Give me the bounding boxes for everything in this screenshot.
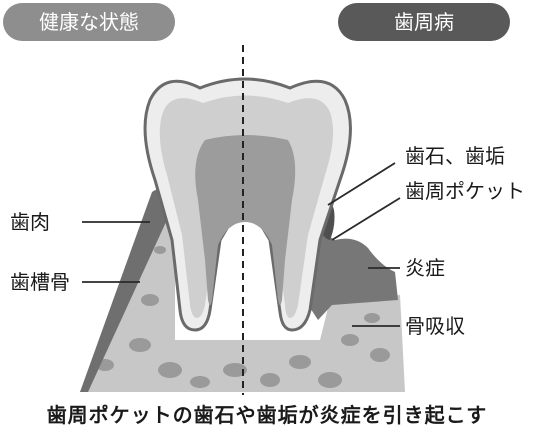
diagram-caption: 歯周ポケットの歯石や歯垢が炎症を引き起こす — [46, 403, 488, 427]
tartar-leader-line — [327, 162, 396, 206]
gum-healthy-shape — [80, 188, 183, 392]
pocket-leader-line — [331, 197, 401, 241]
gum-label: 歯肉 — [10, 210, 50, 234]
healthy-state-header: 健康な状態 — [3, 3, 175, 41]
tooth-pulp — [195, 135, 296, 305]
inflammation-shape — [300, 233, 398, 320]
tartar-plaque-label: 歯石、歯垢 — [405, 144, 505, 168]
bone-resorption-label: 骨吸収 — [405, 314, 465, 338]
periodontal-pocket-label: 歯周ポケット — [405, 179, 525, 203]
periodontal-disease-header: 歯周病 — [338, 3, 510, 41]
alveolar-bone-shape — [80, 190, 405, 392]
inflammation-label: 炎症 — [405, 256, 445, 280]
alveolar-bone-label: 歯槽骨 — [10, 270, 70, 294]
